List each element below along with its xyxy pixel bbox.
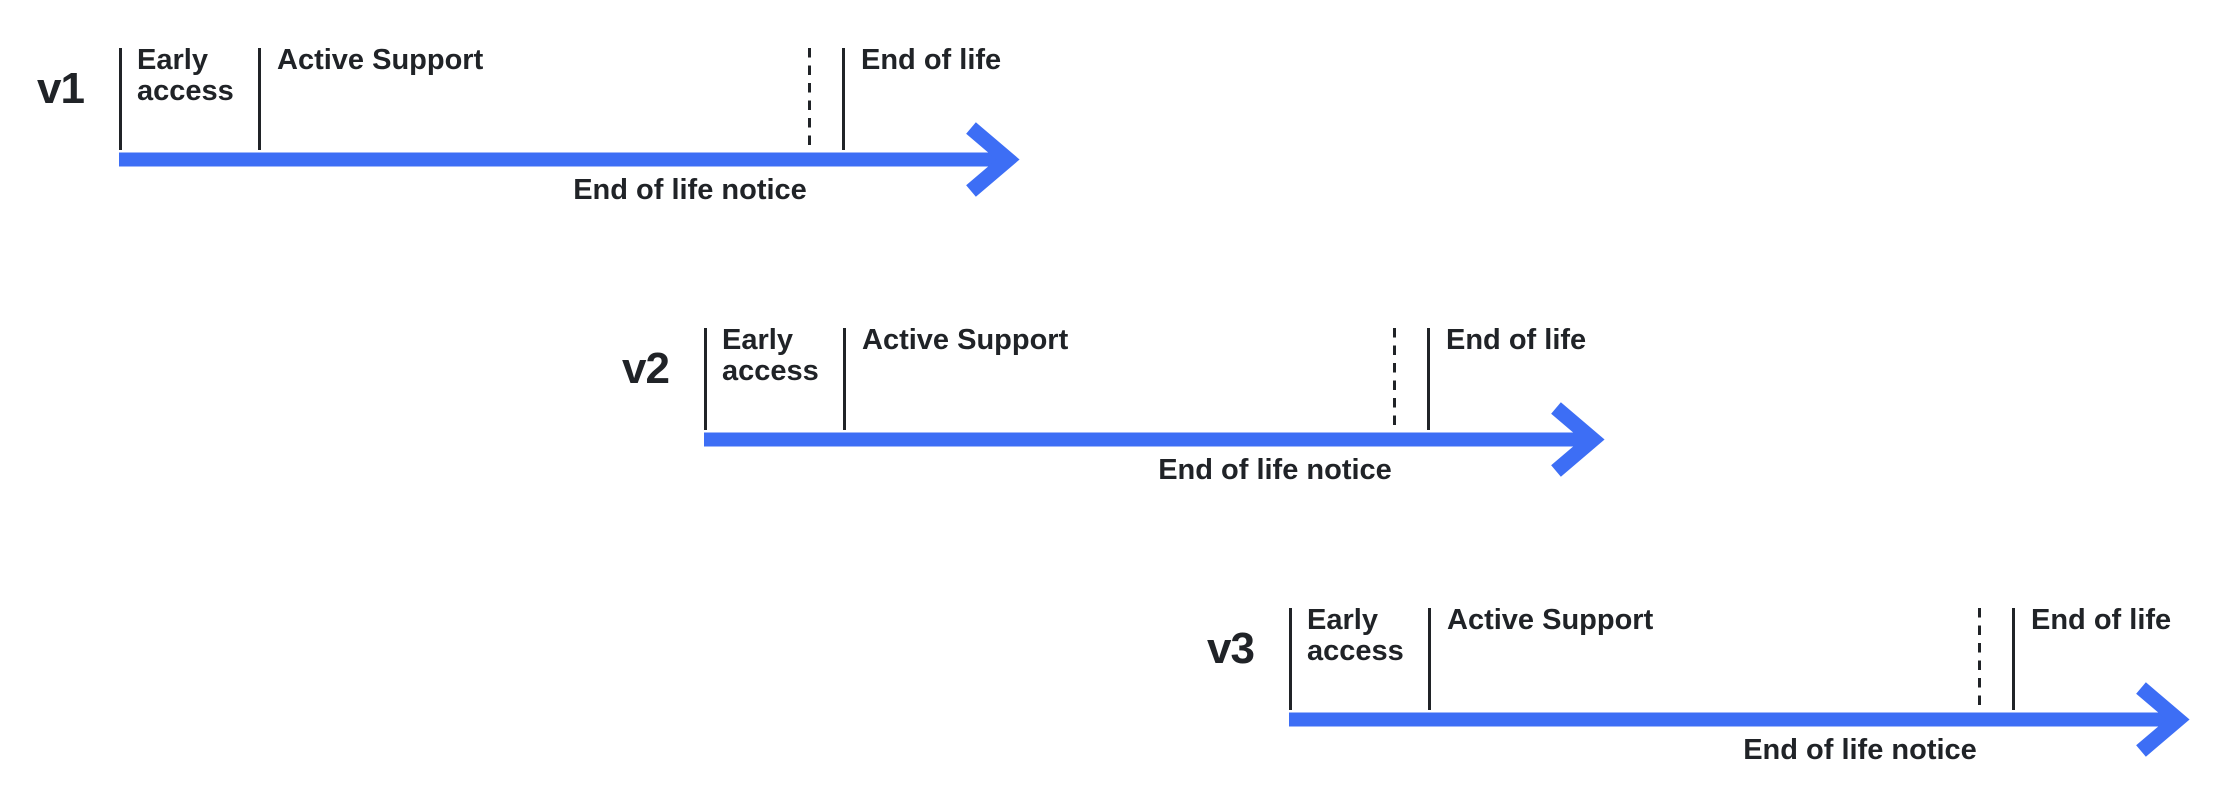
timeline-arrow-graphic [1289, 608, 2190, 757]
phase-label-active-support: Active Support [277, 44, 484, 76]
phase-label-end-of-life: End of life [1446, 324, 1587, 356]
timeline-arrowhead-icon [2136, 682, 2190, 757]
timeline-row-v2: v2 Early access Active Support End of li… [622, 324, 1614, 503]
end-of-life-notice-label: End of life notice [1158, 454, 1392, 486]
end-of-life-notice-label: End of life notice [573, 174, 807, 206]
timeline-arrowhead-icon [1551, 402, 1605, 477]
timeline-row-v3: v3 Early access Active Support End of li… [1207, 604, 2199, 783]
version-label: v2 [622, 344, 670, 393]
phase-label-end-of-life: End of life [2031, 604, 2172, 636]
timeline-arrow-graphic [704, 328, 1605, 477]
phase-label-active-support: Active Support [862, 324, 1069, 356]
timeline-row-v1: v1 Early access Active Support End of li… [37, 44, 1029, 223]
phase-label-active-support: Active Support [1447, 604, 1654, 636]
version-label: v1 [37, 64, 85, 113]
phase-label-early-access: Early access [1307, 604, 1404, 667]
timeline-arrowhead-icon [966, 122, 1020, 197]
version-label: v3 [1207, 624, 1255, 673]
phase-label-early-access: Early access [722, 324, 819, 387]
phase-label-end-of-life: End of life [861, 44, 1002, 76]
end-of-life-notice-label: End of life notice [1743, 734, 1977, 766]
timeline-arrow-graphic [119, 48, 1020, 197]
phase-label-early-access: Early access [137, 44, 234, 107]
